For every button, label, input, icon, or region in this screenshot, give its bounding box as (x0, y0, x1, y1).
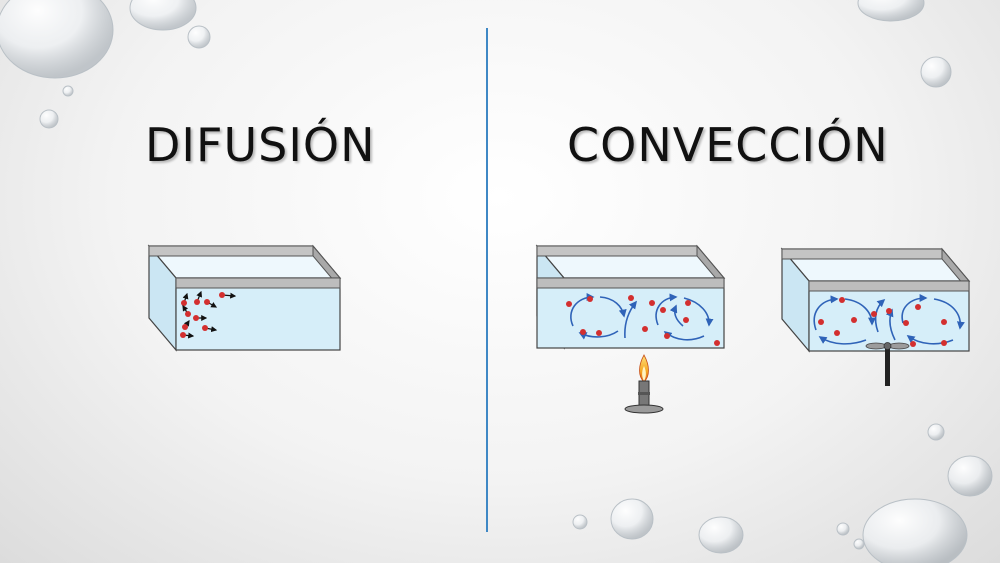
tank-rim-front (808, 280, 970, 292)
water-droplet (610, 498, 654, 540)
diffusion-tank (147, 244, 342, 352)
tank-front-wall (536, 277, 725, 349)
particle (182, 320, 190, 330)
particle (649, 300, 655, 306)
tank-front-wall (175, 277, 341, 351)
diffusion-title: DIFUSIÓN (145, 118, 376, 172)
particle (834, 330, 840, 336)
propeller-hub (883, 342, 892, 350)
particle (219, 292, 237, 299)
propeller-stirrer-icon (865, 342, 910, 386)
water-droplet (862, 498, 968, 563)
particle (182, 304, 191, 317)
current-arrow (624, 300, 637, 339)
current-arrow (669, 304, 684, 327)
current-arrow (683, 297, 714, 327)
tank-rim-back (148, 245, 314, 257)
particle (915, 304, 921, 310)
particle (194, 290, 203, 305)
propeller-blade (888, 342, 910, 350)
water-droplet (62, 85, 74, 97)
current-arrow (906, 335, 954, 345)
water-droplet (836, 522, 850, 536)
water-droplet (857, 0, 925, 22)
water-droplet (129, 0, 197, 31)
stirrer-shaft (885, 347, 890, 386)
particle (628, 295, 634, 301)
water-droplet (187, 25, 211, 49)
particle (180, 332, 195, 339)
particle (714, 340, 720, 346)
convection-particles (818, 297, 947, 347)
current-arrow (933, 298, 965, 330)
current-arrow (818, 336, 867, 345)
particle (851, 317, 857, 323)
particle (871, 311, 877, 317)
tank-rim-back (536, 245, 698, 257)
particle (839, 297, 845, 303)
particle (204, 299, 218, 308)
particle (903, 320, 909, 326)
bunsen-burner-icon (624, 354, 664, 414)
current-arrow (844, 298, 876, 326)
particle (818, 319, 824, 325)
water-droplet (853, 538, 865, 550)
propeller-blade (865, 342, 887, 350)
tank-rim-front (536, 277, 725, 289)
particle (193, 315, 208, 321)
diffusing-particles (180, 290, 237, 339)
particle (566, 301, 572, 307)
particle (181, 292, 189, 306)
current-arrow (813, 295, 839, 331)
particle (941, 340, 947, 346)
particle (596, 330, 602, 336)
water-droplet (572, 514, 588, 530)
convection-particles (566, 295, 720, 346)
tank-rim-front (175, 277, 341, 289)
water-droplet (0, 0, 114, 79)
convection-title: CONVECCIÓN (567, 118, 889, 172)
particle (642, 326, 648, 332)
current-arrow (599, 296, 627, 318)
particle (685, 300, 691, 306)
particle (660, 307, 666, 313)
particle (587, 296, 593, 302)
current-arrow (901, 294, 928, 324)
water-droplet (698, 516, 744, 554)
particle (683, 317, 689, 323)
center-divider (486, 28, 488, 532)
water-droplet (920, 56, 952, 88)
particle (580, 329, 586, 335)
water-droplet (947, 455, 993, 497)
convection-currents (570, 293, 714, 341)
particle (886, 308, 892, 314)
particle (202, 325, 218, 333)
current-arrow (655, 293, 678, 326)
particle (941, 319, 947, 325)
water-droplet (39, 109, 59, 129)
particle (910, 341, 916, 347)
particle (664, 333, 670, 339)
convection-tank-heated (535, 244, 726, 414)
water-droplet (927, 423, 945, 441)
tank-rim-back (781, 248, 943, 260)
burner-base (624, 404, 664, 414)
convection-tank-stirred (780, 247, 971, 386)
